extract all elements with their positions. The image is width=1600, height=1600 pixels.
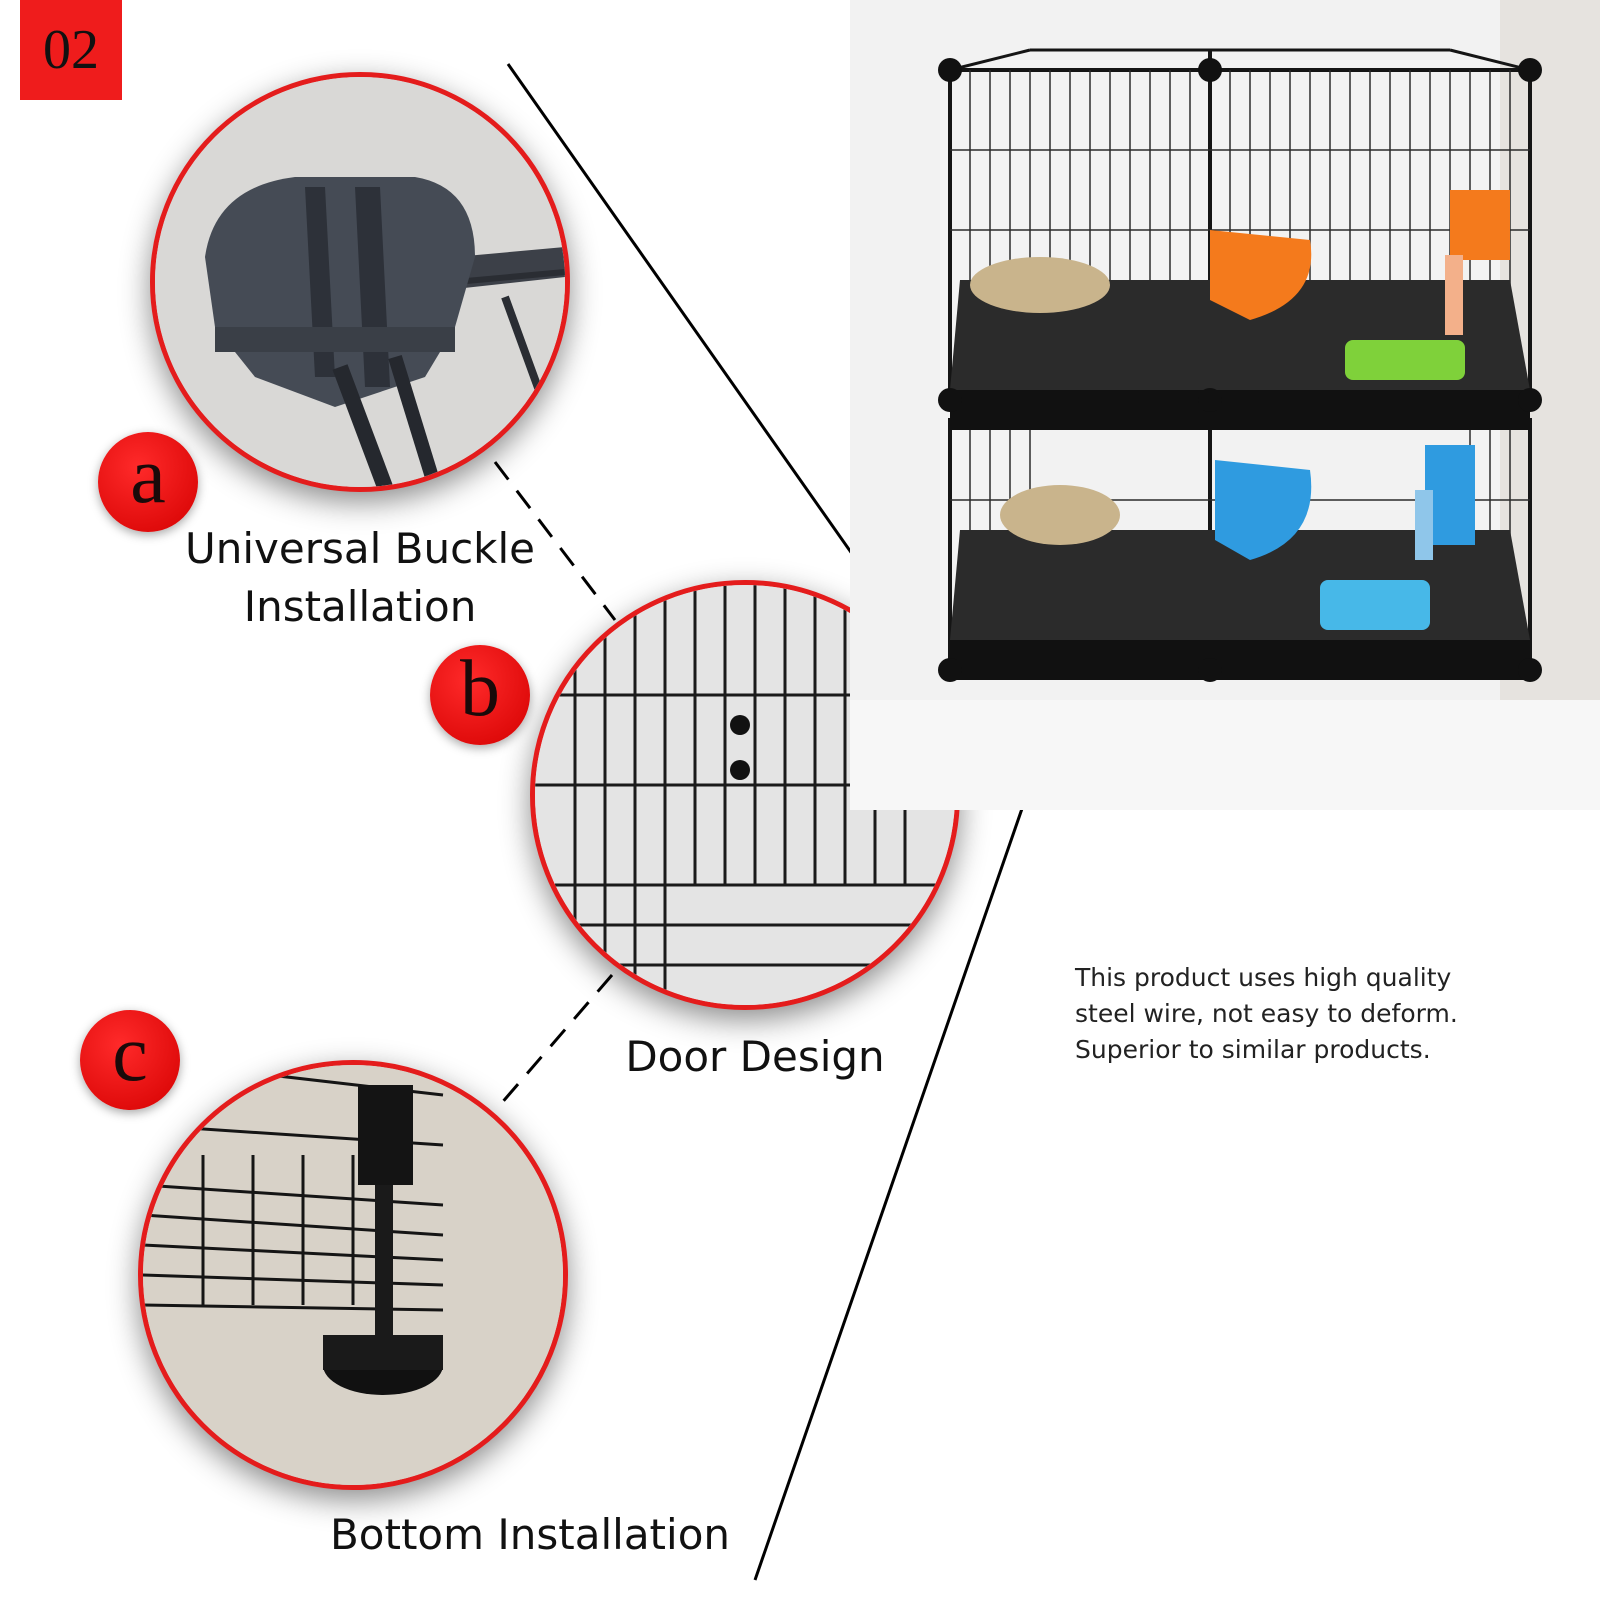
connector-b-c (498, 974, 614, 1106)
description-line-1: This product uses high quality (1075, 963, 1452, 992)
description-line-3: Superior to similar products. (1075, 1035, 1431, 1064)
caption-b-text: Door Design (625, 1032, 885, 1081)
divider-line-lower (753, 799, 1027, 1581)
letter-badge-a: a (98, 432, 198, 532)
bottom-installation-image (138, 1060, 568, 1490)
letter-a: a (130, 432, 166, 520)
letter-b: b (460, 645, 500, 733)
caption-a-line2: Installation (243, 582, 477, 631)
caption-a-line1: Universal Buckle (185, 524, 535, 573)
caption-bottom-installation: Bottom Installation (320, 1506, 740, 1564)
product-description: This product uses high quality steel wir… (1075, 960, 1515, 1068)
page-number-badge: 02 (20, 0, 122, 100)
letter-badge-c: c (80, 1010, 180, 1110)
buckle-closeup-image (150, 72, 570, 492)
page-number: 02 (43, 19, 99, 81)
caption-c-text: Bottom Installation (329, 1510, 731, 1559)
product-photo-cage (850, 0, 1600, 810)
caption-universal-buckle: Universal Buckle Installation (170, 520, 550, 636)
caption-door-design: Door Design (605, 1028, 905, 1086)
letter-c: c (112, 1010, 148, 1098)
connector-a-b (493, 461, 617, 621)
letter-badge-b: b (430, 645, 530, 745)
description-line-2: steel wire, not easy to deform. (1075, 999, 1458, 1028)
